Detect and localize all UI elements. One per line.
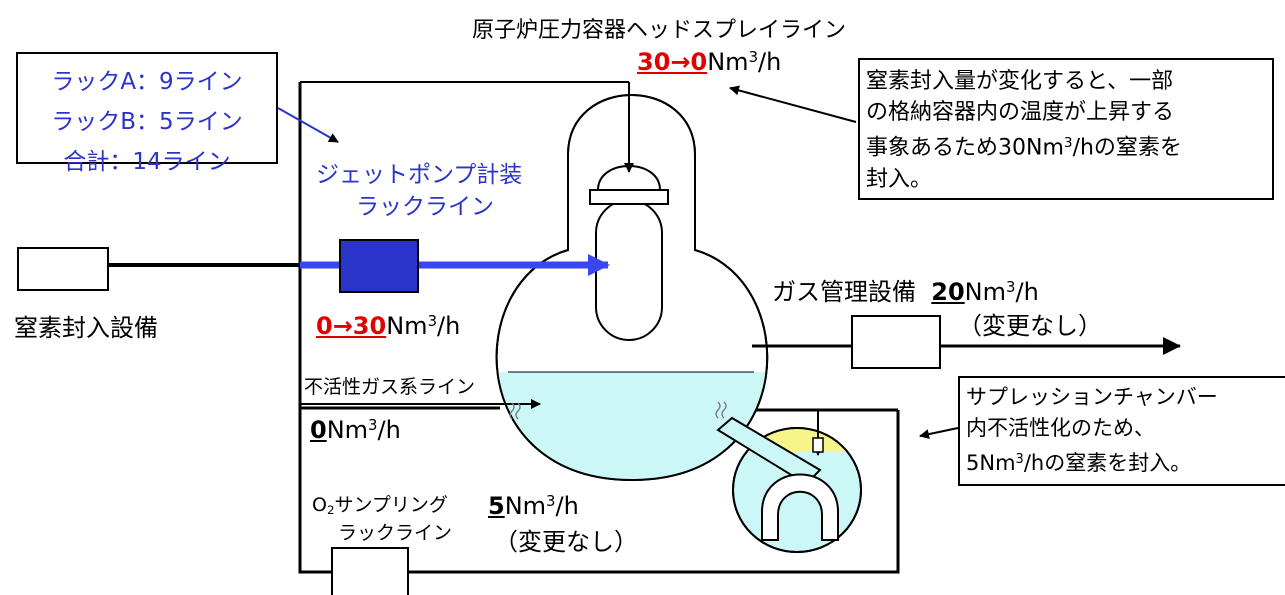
o2-sampling-box: [331, 547, 409, 595]
suppression-note-line3a: 5Nm: [966, 451, 1016, 476]
head-spray-flow-change: 30→0: [637, 48, 708, 77]
nitrogen-note-line4: 封入。: [866, 166, 933, 192]
jet-pump-flow: 0→30Nm3/h: [316, 312, 461, 341]
inert-gas-flow-unit-sup: 3: [368, 416, 378, 434]
jet-pump-rack: [339, 239, 419, 293]
containment-boundary: [298, 82, 900, 574]
o2-sampling-note: （変更なし）: [494, 528, 638, 556]
gas-management-flow-unit-tail: /h: [1015, 278, 1039, 307]
o2-sampling-sub: 2: [326, 502, 335, 517]
inert-gas-flow-unit-tail: /h: [377, 416, 401, 445]
gas-management-label: ガス管理設備: [772, 278, 916, 307]
suppression-note-line1: サプレッションチャンバー: [966, 385, 1218, 409]
nitrogen-note-line3-sup: 3: [1063, 135, 1073, 151]
o2-sampling-flow-unit-tail: /h: [555, 492, 579, 521]
suppression-note-line3-sup: 3: [1015, 452, 1024, 467]
nitrogen-equipment-box: [17, 247, 109, 291]
jet-pump-flow-unit-tail: /h: [437, 312, 461, 341]
jet-pump-flow-change: 0→30: [316, 312, 387, 341]
suppression-note-box: サプレッションチャンバー 内不活性化のため、 5Nm3/hの窒素を封入。: [958, 376, 1285, 486]
rack-info-line2: ラックB：5ライン: [51, 109, 243, 135]
inert-gas-flow: 0Nm3/h: [310, 416, 401, 445]
vent-pipe: [716, 416, 822, 486]
nitrogen-equipment-label: 窒素封入設備: [14, 314, 158, 342]
jet-pump-label-line2: ラックライン: [356, 194, 494, 220]
head-spray-flow-unit-tail: /h: [758, 48, 782, 77]
o2-sampling-text: サンプリング: [334, 494, 448, 516]
o2-sampling-flow-unit-sup: 3: [546, 492, 556, 510]
o2-sampling-flow-unit: Nm: [504, 492, 547, 521]
inert-gas-flow-value: 0: [310, 416, 327, 445]
nitrogen-note-line3b: /hの窒素を: [1072, 135, 1182, 161]
o2-sampling-o: O: [312, 494, 327, 516]
heat-mark-left: [509, 402, 521, 420]
nitrogen-note-line2: の格納容器内の温度が上昇する: [866, 100, 1175, 125]
head-spray-flow-unit: Nm: [707, 48, 749, 77]
jet-pump-flow-unit: Nm: [386, 312, 428, 341]
suppression-note-line3b: /hの窒素を封入。: [1023, 451, 1192, 476]
gas-management-flow-unit-sup: 3: [1006, 278, 1016, 296]
gas-management-flow-unit: Nm: [964, 278, 1007, 307]
nitrogen-note-line3: 事象あるため30Nm3/hの窒素を: [866, 128, 1272, 164]
gas-management-box: [851, 315, 941, 369]
o2-sampling-label-line2: ラックライン: [338, 522, 453, 544]
head-spray-title: 原子炉圧力容器ヘッドスプレイライン: [472, 18, 847, 43]
rack-info-line3: 合計：14ライン: [63, 149, 231, 175]
downcomer-arch: [761, 473, 839, 541]
rpv-body: [595, 199, 663, 341]
gas-management-flow-value: 20: [931, 278, 965, 307]
suppression-injection-nozzle: [812, 437, 824, 453]
gas-management-flow: ガス管理設備 20Nm3/h: [772, 278, 1039, 307]
nitrogen-note-line1: 窒素封入量が変化すると、一部: [866, 69, 1174, 94]
inert-gas-label: 不活性ガス系ライン: [304, 376, 476, 398]
head-spray-flow-unit-sup: 3: [748, 48, 759, 66]
rack-info-line1: ラックA：9ライン: [51, 69, 243, 95]
rack-info-box: ラックA：9ライン ラックB：5ライン 合計：14ライン: [16, 52, 278, 175]
suppression-note-line2: 内不活性化のため、: [966, 416, 1155, 440]
o2-sampling-flow-value: 5: [488, 492, 505, 521]
head-spray-flow: 30→0Nm3/h: [637, 48, 782, 77]
o2-sampling-flow: 5Nm3/h: [488, 492, 579, 521]
rpv-flange: [589, 189, 669, 205]
drywell-vessel-outline: [495, 94, 769, 482]
suppression-note-pointer: [919, 427, 959, 440]
nitrogen-note-line3a: 事象あるため30Nm: [866, 135, 1064, 161]
water-level: [497, 372, 767, 480]
nitrogen-note-box: 窒素封入量が変化すると、一部 の格納容器内の温度が上昇する 事象あるため30Nm…: [858, 58, 1274, 200]
jet-pump-flow-unit-sup: 3: [427, 312, 438, 330]
nitrogen-note-pointer: [729, 85, 857, 123]
heat-mark-right: [715, 401, 727, 419]
suppression-note-line3: 5Nm3/hの窒素を封入。: [966, 444, 1285, 479]
suppression-chamber-outline: [732, 427, 862, 553]
rack-info-pointer: [277, 107, 339, 143]
jet-pump-label-line1: ジェットポンプ計装: [316, 162, 523, 188]
gas-management-note: （変更なし）: [958, 312, 1102, 340]
inert-gas-flow-unit: Nm: [326, 416, 369, 445]
o2-sampling-label-line1: O2サンプリング: [312, 496, 448, 517]
